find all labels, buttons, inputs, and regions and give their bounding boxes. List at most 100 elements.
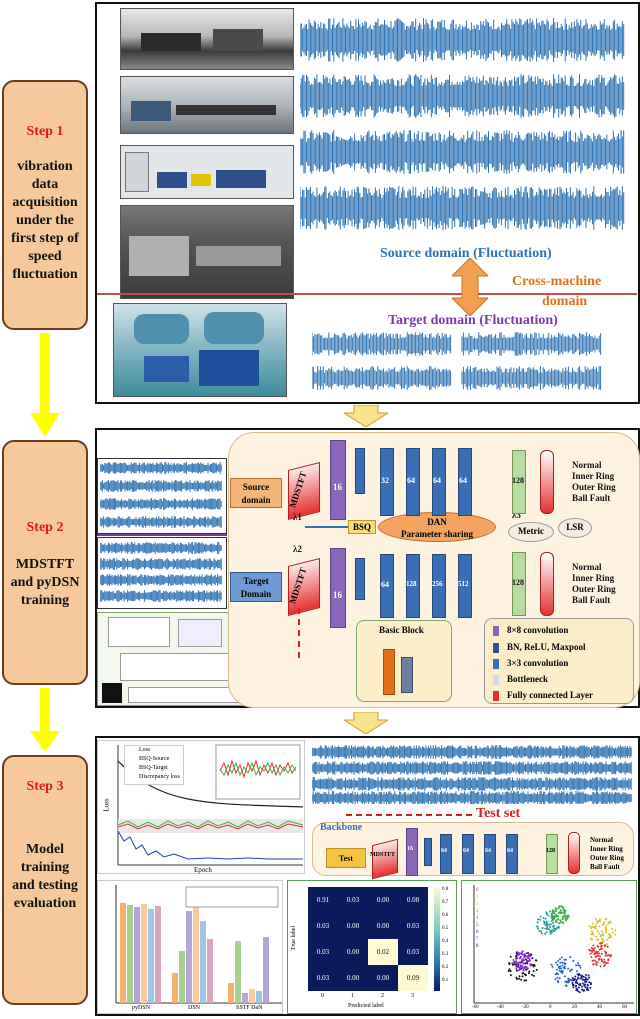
tsne-point	[551, 965, 554, 968]
top-layer-16-label: 16	[333, 482, 342, 492]
tsne-point	[545, 920, 548, 923]
test-mdstft-text: MDSTFT	[370, 852, 396, 858]
confusion-matrix: 0.91 0.03 0.00 0.08 0.03 0.00 0.00 0.03 …	[287, 880, 457, 1014]
test-layer-pool	[424, 838, 432, 866]
cm-cb-tick-6: 0.2	[442, 965, 449, 970]
bottom-class-ball: Ball Fault	[572, 595, 611, 605]
tsne-point	[583, 989, 585, 992]
tsne-point	[547, 914, 550, 917]
tsne-point	[513, 961, 516, 964]
test-rig-photo-5	[113, 303, 287, 397]
top-layer-64a	[406, 448, 420, 516]
tsne-point	[547, 928, 550, 931]
tsne-point	[606, 961, 609, 964]
bar-group-pydsn: pyDSN	[132, 1005, 151, 1011]
tsne-point	[599, 942, 602, 945]
tsne-point	[594, 952, 597, 955]
tsne-point	[591, 938, 593, 941]
bottom-layer-16	[330, 548, 346, 628]
tsne-point	[559, 919, 562, 922]
bottom-layer-128	[406, 554, 420, 618]
tsne-point	[596, 961, 599, 964]
tsne-point	[555, 907, 558, 910]
cm-cell-0-3: 0.08	[398, 887, 428, 913]
tsne-point	[553, 917, 556, 920]
tsne-legend-7: 7	[476, 937, 479, 942]
tsne-point	[539, 918, 541, 921]
tsne-point	[597, 954, 600, 957]
tsne-point	[511, 963, 514, 966]
tsne-point	[555, 919, 558, 921]
test-layer-label-64b: 64	[463, 848, 469, 854]
tsne-point	[527, 960, 530, 963]
cm-cb-tick-7: 0.1	[442, 978, 449, 983]
tsne-xtick-3: 0	[549, 1005, 552, 1010]
test-set-dashed-line	[346, 814, 472, 816]
tsne-point	[549, 932, 552, 935]
source-domain-label: Source domain (Fluctuation)	[380, 246, 552, 261]
test-layer-label-128: 128	[546, 848, 555, 854]
tsne-point	[539, 915, 542, 918]
bar-group-dsn: DSN	[188, 1005, 201, 1011]
tsne-point	[521, 975, 524, 978]
tsne-point	[575, 964, 578, 967]
tsne-point	[553, 927, 555, 930]
tsne-point	[508, 968, 511, 971]
tsne-point	[580, 977, 583, 980]
bottom-layer-fc128	[512, 552, 526, 616]
tsne-point	[551, 925, 554, 928]
bottom-layer-128-label: 128	[406, 580, 417, 588]
tsne-point	[528, 970, 531, 973]
tsne-point	[600, 960, 603, 963]
wave-box-divider	[97, 534, 227, 536]
bottom-layer-64	[380, 554, 394, 618]
cm-cb-tick-0: 0.8	[442, 887, 449, 892]
step3-desc-3: evaluation	[13, 896, 77, 911]
loss-legend-bsq-target: BSQ-Target	[139, 765, 168, 771]
basic-block-title: Basic Block	[379, 625, 424, 635]
tsne-point	[596, 950, 599, 953]
tsne-point	[586, 988, 588, 991]
tsne-point	[561, 961, 564, 964]
tsne-point	[522, 972, 525, 975]
tsne-point	[566, 917, 569, 920]
tsne-point	[519, 966, 522, 969]
top-layer-64b	[432, 448, 446, 516]
tsne-point	[561, 970, 564, 973]
waveform-trace	[461, 366, 602, 390]
waveform-trace	[312, 761, 632, 775]
tsne-point	[518, 961, 521, 964]
tsne-point	[577, 977, 580, 980]
tsne-point	[584, 986, 587, 989]
waveform-trace	[312, 366, 452, 390]
target-domain-box: Target Domain	[230, 572, 282, 602]
cm-cell-1-2: 0.00	[368, 913, 398, 939]
source-wave-box-waves	[100, 462, 222, 528]
tsne-point	[584, 983, 587, 986]
test-text: Test	[339, 854, 353, 863]
loss-ylabel: Loss	[102, 798, 111, 812]
tsne-point	[605, 924, 608, 927]
tsne-point	[560, 956, 563, 959]
bar-group-sstf: SSTF DaN	[236, 1005, 263, 1011]
top-layer-32	[380, 448, 394, 516]
bottom-layer-512	[458, 554, 472, 618]
tsne-point	[563, 975, 566, 978]
cm-xtick-3: 3	[411, 993, 414, 999]
tsne-point	[597, 920, 600, 922]
step2-pill: Step 2 MDSTFT and pyDSN training	[2, 440, 88, 685]
tsne-xtick-4: 20	[572, 1005, 577, 1010]
top-class-ball: Ball Fault	[572, 493, 611, 503]
top-layer-64c	[458, 448, 472, 516]
tsne-xtick-2: -20	[522, 1005, 529, 1010]
tsne-point	[558, 958, 561, 961]
tsne-point	[572, 979, 575, 982]
tsne-legend-3: 3	[476, 909, 479, 914]
waveform-trace	[461, 332, 602, 356]
tsne-point	[577, 964, 580, 967]
tsne-point	[592, 947, 595, 950]
tsne-point	[533, 964, 536, 967]
cm-cb-tick-5: 0.3	[442, 952, 449, 957]
tsne-point	[561, 906, 564, 909]
tsne-point	[603, 964, 606, 966]
